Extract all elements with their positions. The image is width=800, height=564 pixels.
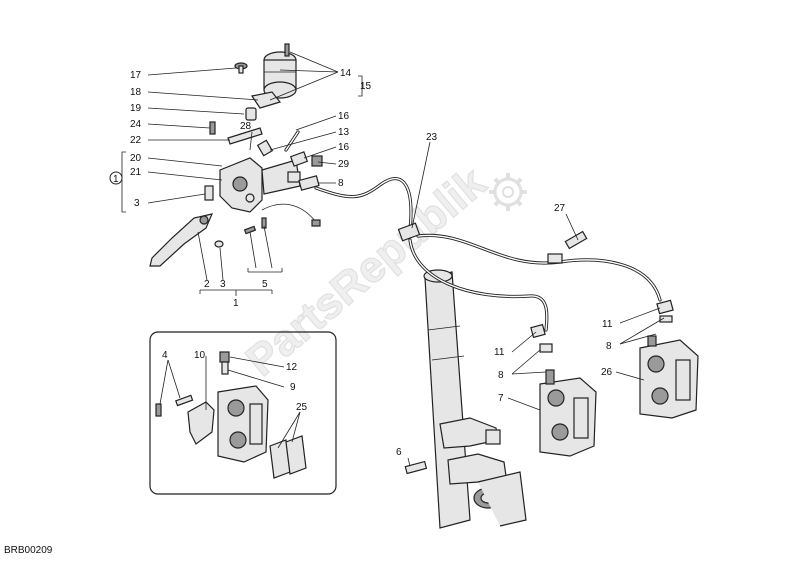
callout-23: 23 [426, 132, 438, 143]
callout-11-right: 11 [602, 319, 613, 330]
callout-11-left: 11 [494, 347, 505, 358]
drawing-code: BRB00209 [4, 545, 53, 556]
callout-18: 18 [130, 87, 142, 98]
callout-circled-1: 1 [113, 174, 119, 185]
callout-15: 15 [360, 81, 372, 92]
callout-6: 6 [396, 447, 402, 458]
callout-10: 10 [194, 350, 206, 361]
callout-7: 7 [498, 393, 504, 404]
leader-lines [147, 51, 339, 281]
inset-box [149, 331, 337, 495]
callout-22: 22 [130, 135, 142, 146]
callout-27: 27 [554, 203, 566, 214]
callout-5: 5 [262, 279, 268, 290]
callout-25: 25 [296, 402, 308, 413]
callout-24: 24 [130, 119, 142, 130]
caliper-left [530, 323, 597, 457]
callout-1: 1 [233, 298, 239, 309]
cap-screw [234, 62, 248, 74]
callout-17: 17 [130, 70, 142, 81]
master-cylinder-assembly [121, 43, 363, 296]
leader-lines-right [411, 141, 665, 411]
master-cylinder-body [219, 157, 301, 213]
callout-8-right: 8 [606, 341, 612, 352]
callout-16-top: 16 [338, 111, 350, 122]
circled-callout [109, 171, 123, 185]
callout-13: 13 [338, 127, 350, 138]
callout-4: 4 [162, 350, 168, 361]
callout-26: 26 [601, 367, 613, 378]
caliper-right [639, 299, 699, 419]
callout-9: 9 [290, 382, 296, 393]
callout-16-bottom: 16 [338, 142, 350, 153]
brake-hoses [314, 177, 662, 332]
callout-labels: 17 18 19 24 22 20 21 3 14 15 16 13 16 29… [130, 68, 613, 458]
fork-leg [423, 269, 527, 529]
callout-2: 2 [204, 279, 210, 290]
callout-20: 20 [130, 153, 142, 164]
gear-icon [489, 173, 527, 211]
brake-lever [149, 213, 214, 267]
reservoir [263, 43, 297, 99]
callout-21: 21 [130, 167, 142, 178]
callout-14: 14 [340, 68, 352, 79]
callout-28: 28 [240, 121, 252, 132]
callout-8-master: 8 [338, 178, 344, 189]
callout-29: 29 [338, 159, 350, 170]
callout-12: 12 [286, 362, 298, 373]
callout-8-left: 8 [498, 370, 504, 381]
reservoir-bracket [251, 91, 282, 109]
callout-19: 19 [130, 103, 142, 114]
callout-3-left: 3 [134, 198, 140, 209]
callout-3-bottom: 3 [220, 279, 226, 290]
